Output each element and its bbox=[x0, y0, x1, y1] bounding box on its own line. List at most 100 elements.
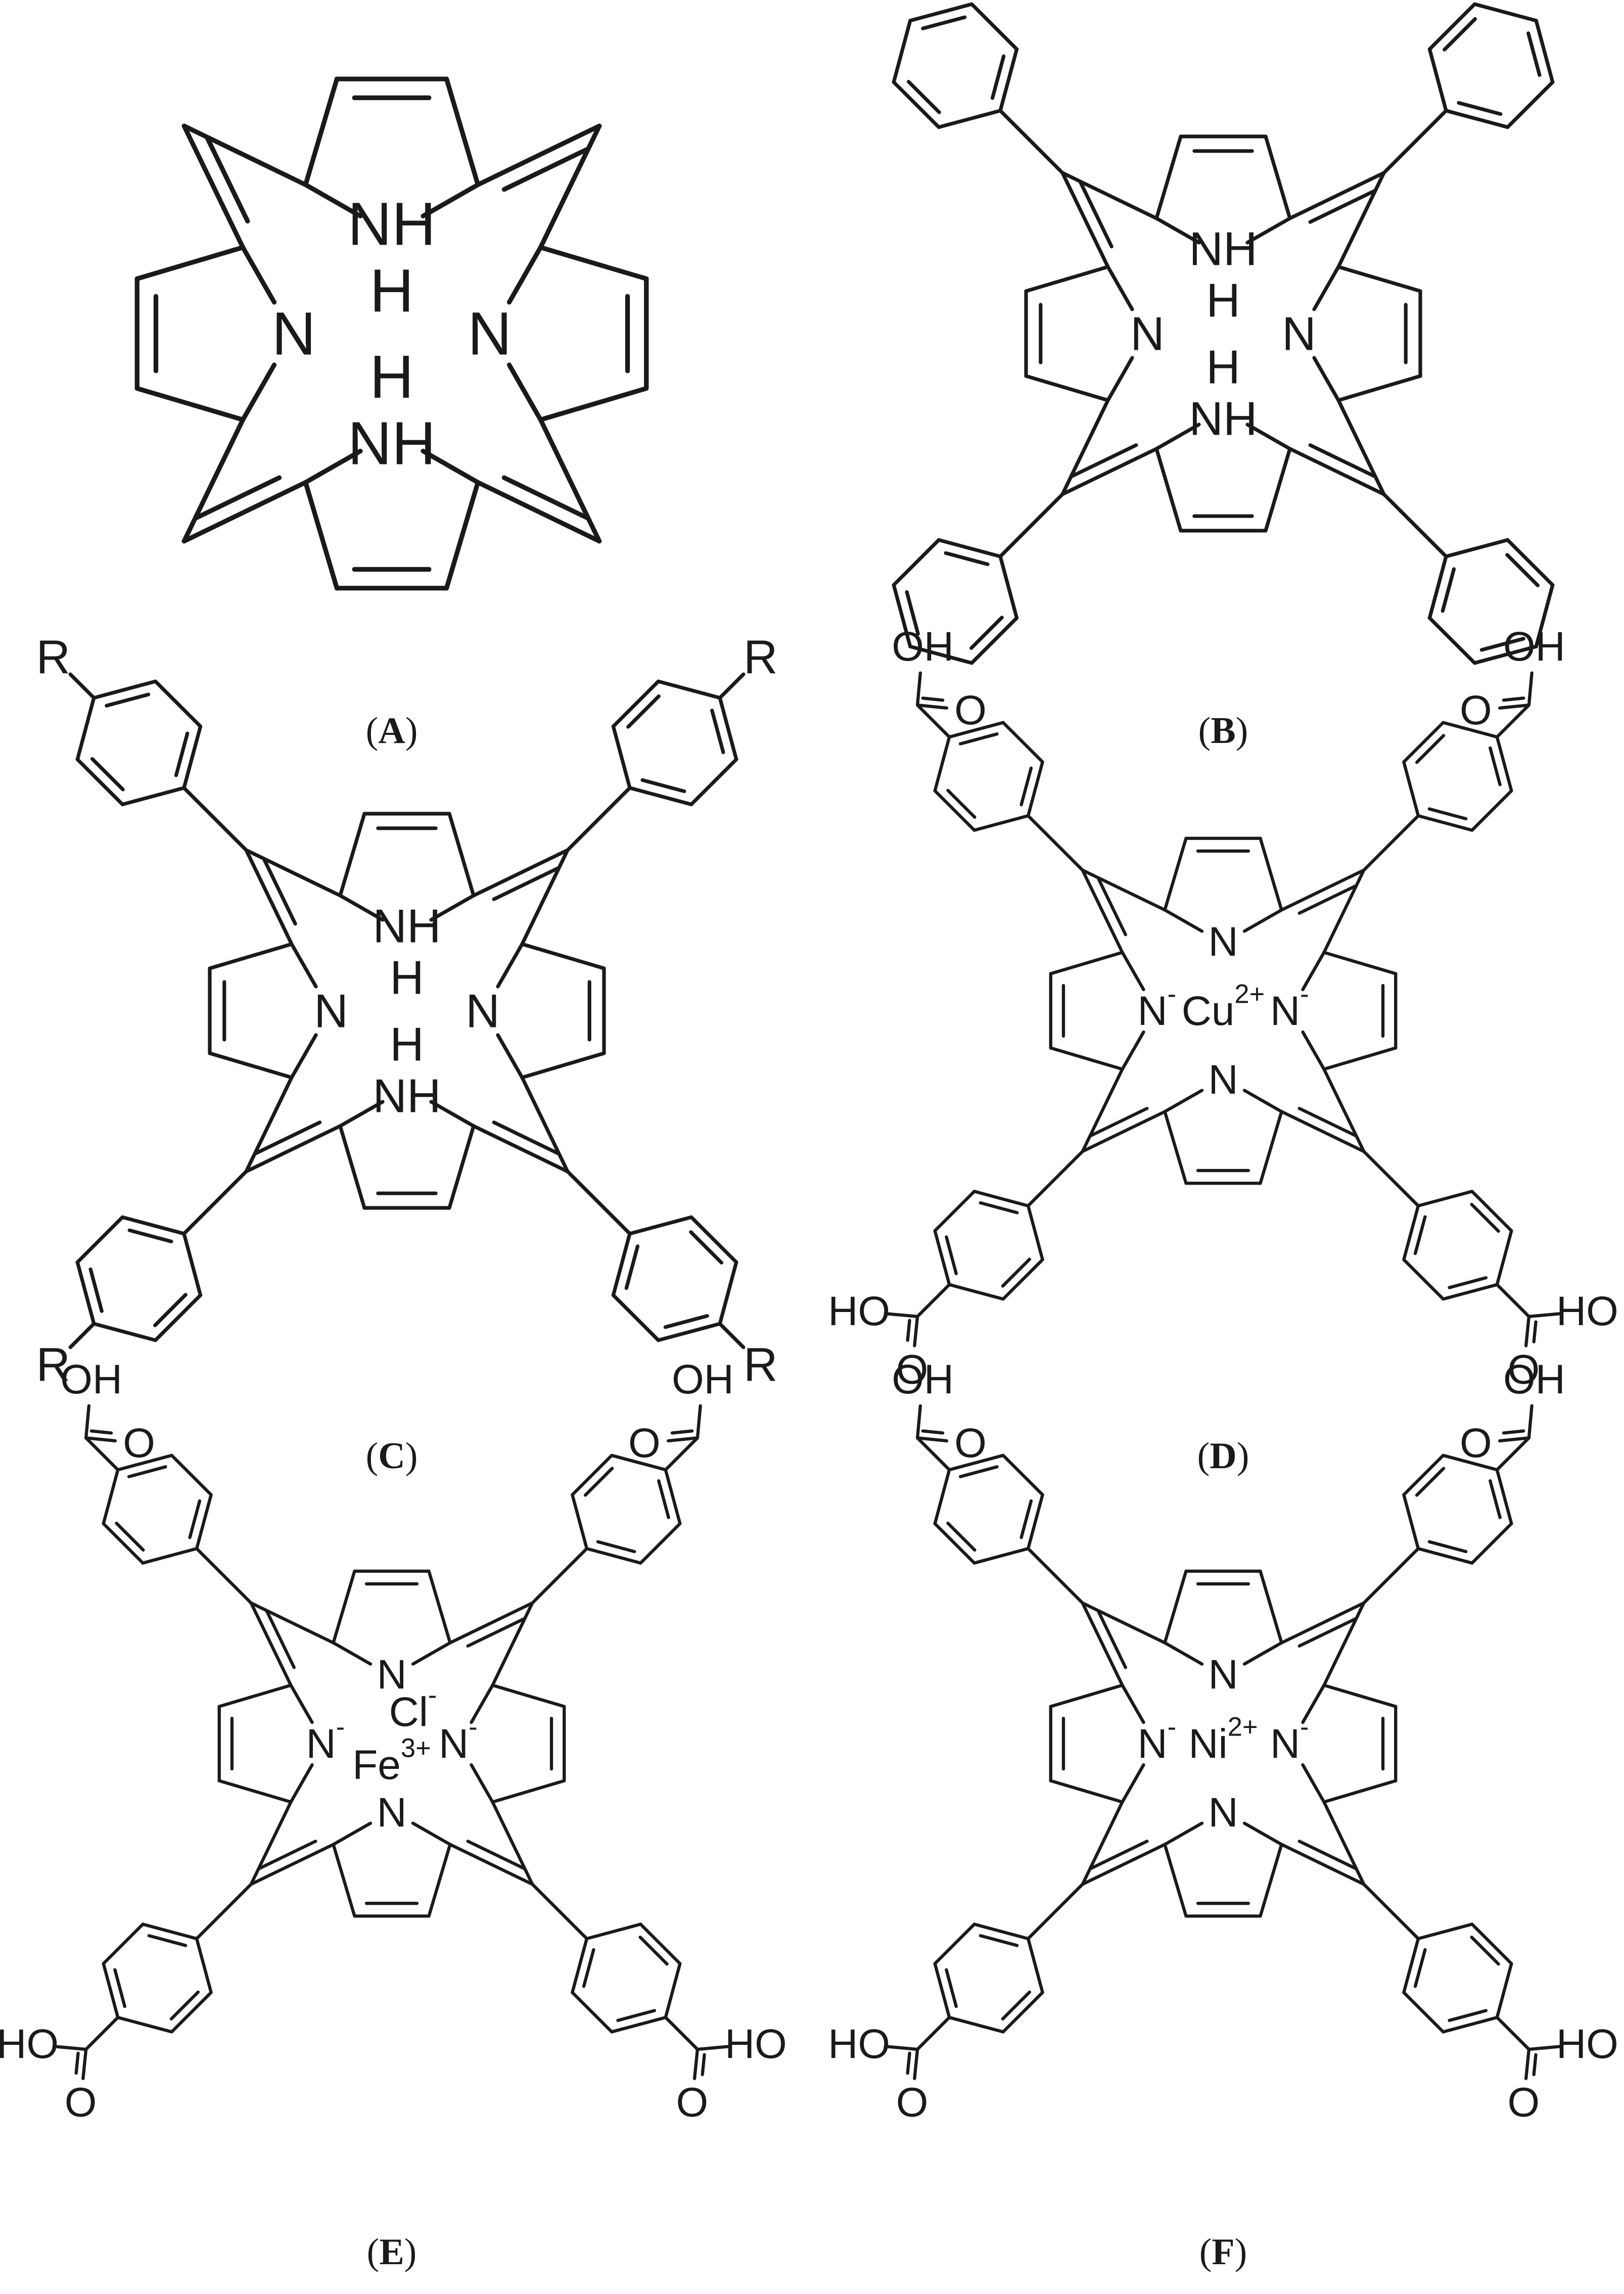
double-bond bbox=[90, 757, 125, 791]
caption-open: ( bbox=[1198, 710, 1211, 752]
bond bbox=[444, 480, 481, 591]
double-bond bbox=[194, 475, 282, 520]
double-bond bbox=[1297, 1617, 1357, 1648]
ring-bond bbox=[1470, 1522, 1513, 1565]
meso-bridges bbox=[1081, 1601, 1366, 1886]
ring-bond bbox=[1444, 109, 1510, 129]
ring-bond bbox=[639, 1923, 682, 1965]
double-bond bbox=[640, 778, 686, 793]
aryl-ring-tr bbox=[1402, 721, 1513, 832]
double-bond bbox=[596, 1540, 636, 1554]
bond bbox=[1245, 423, 1292, 451]
double-bond bbox=[1297, 1107, 1357, 1137]
ring-bond bbox=[102, 1923, 145, 1965]
carboxyl-bond bbox=[84, 1436, 120, 1472]
double-bond bbox=[1001, 1990, 1032, 2021]
c-o-double bbox=[906, 2051, 911, 2075]
ring-bond bbox=[571, 1991, 614, 2034]
aryl-bond bbox=[566, 1169, 632, 1236]
atom-n-right: N bbox=[466, 985, 500, 1038]
meso-bond bbox=[475, 123, 602, 188]
double-bond bbox=[1415, 734, 1446, 764]
aryl-ring-bl bbox=[933, 1923, 1044, 2034]
bond bbox=[134, 386, 246, 423]
atom-n-bottom: N bbox=[1208, 1057, 1238, 1103]
ring-bond bbox=[1472, 644, 1538, 665]
pyrrole-top bbox=[338, 812, 476, 922]
double-bond bbox=[1001, 1257, 1032, 1288]
aryl-ring-bl bbox=[75, 1215, 203, 1342]
bond bbox=[496, 942, 524, 989]
caption-letter: E bbox=[379, 2231, 404, 2273]
ring-bond bbox=[892, 19, 912, 84]
ring-bond bbox=[1427, 47, 1448, 113]
caption-open: ( bbox=[367, 2231, 380, 2273]
bond bbox=[1264, 134, 1292, 220]
caption-close: ) bbox=[405, 710, 418, 752]
atom-n-left: N- bbox=[1137, 1712, 1176, 1767]
pyrrole-right bbox=[1312, 265, 1422, 402]
double-bond bbox=[254, 1120, 322, 1155]
pyrrole-left bbox=[217, 1683, 314, 1804]
meso-bond bbox=[1081, 1843, 1167, 1886]
bond bbox=[208, 942, 294, 970]
double-bond bbox=[945, 1968, 958, 2008]
bond bbox=[491, 1683, 566, 1708]
carboxyl-bond bbox=[915, 2016, 951, 2051]
double-bond bbox=[1457, 101, 1503, 116]
bond bbox=[332, 1641, 373, 1666]
c-o-bond bbox=[915, 1436, 949, 1443]
c-o-double bbox=[921, 1429, 945, 1435]
c-o-bond bbox=[666, 1436, 700, 1443]
bond bbox=[1121, 1683, 1145, 1724]
bond bbox=[1049, 1683, 1124, 1708]
double-bond bbox=[105, 692, 151, 708]
aryl-ring-br bbox=[611, 1215, 738, 1342]
atom-carbonyl-o-tr: O bbox=[628, 1420, 661, 1466]
aryl-ring-tl bbox=[892, 2, 1019, 129]
double-bond bbox=[1448, 1276, 1488, 1289]
aryl-ring-br bbox=[1402, 1190, 1513, 1301]
bond bbox=[1049, 951, 1124, 975]
c-o-double bbox=[1502, 696, 1525, 702]
ring-bond bbox=[1534, 19, 1555, 84]
aryl-bond bbox=[1026, 1883, 1084, 1941]
pyrrole-right bbox=[1301, 1683, 1398, 1804]
ring-bond bbox=[972, 1547, 1030, 1565]
meso-bond bbox=[249, 1601, 293, 1687]
atom-n-left-symbol: N bbox=[1137, 988, 1167, 1034]
c-oh-bond bbox=[1527, 1312, 1563, 1319]
ring-bond bbox=[1444, 538, 1510, 558]
bond bbox=[1163, 1843, 1188, 1918]
double-bond bbox=[689, 1230, 724, 1265]
aryl-bond bbox=[1362, 1883, 1420, 1941]
aryl-ring-tr bbox=[1402, 1454, 1513, 1565]
double-bond bbox=[1097, 1610, 1127, 1669]
c-o-bond bbox=[84, 1436, 117, 1443]
metal-center-symbol: Cu bbox=[1182, 988, 1235, 1034]
double-bond bbox=[169, 1990, 200, 2021]
ring-bond bbox=[120, 786, 186, 807]
double-bond bbox=[990, 54, 1006, 100]
pyrrole-bottom bbox=[332, 1821, 452, 1918]
meso-bond bbox=[472, 848, 570, 898]
double-bond bbox=[113, 1968, 126, 2008]
ring-bond bbox=[585, 1923, 642, 1941]
atom-n-top: N bbox=[1208, 1652, 1238, 1698]
atom-hydroxyl-tl: OH bbox=[892, 624, 954, 670]
ring-bond bbox=[1416, 1190, 1474, 1208]
aryl-bond bbox=[1362, 1150, 1420, 1208]
double-bond bbox=[710, 709, 725, 755]
meso-bridges bbox=[244, 848, 570, 1174]
ring-bond bbox=[1534, 583, 1555, 648]
double-bond bbox=[501, 475, 589, 520]
atom-n-left: N bbox=[314, 985, 348, 1038]
pyrrole-bottom bbox=[303, 448, 481, 591]
double-bond bbox=[944, 551, 990, 567]
bond bbox=[411, 1821, 452, 1846]
ring-bond bbox=[141, 1923, 199, 1941]
pyrrole-left bbox=[134, 245, 277, 423]
double-bond bbox=[265, 1610, 296, 1669]
